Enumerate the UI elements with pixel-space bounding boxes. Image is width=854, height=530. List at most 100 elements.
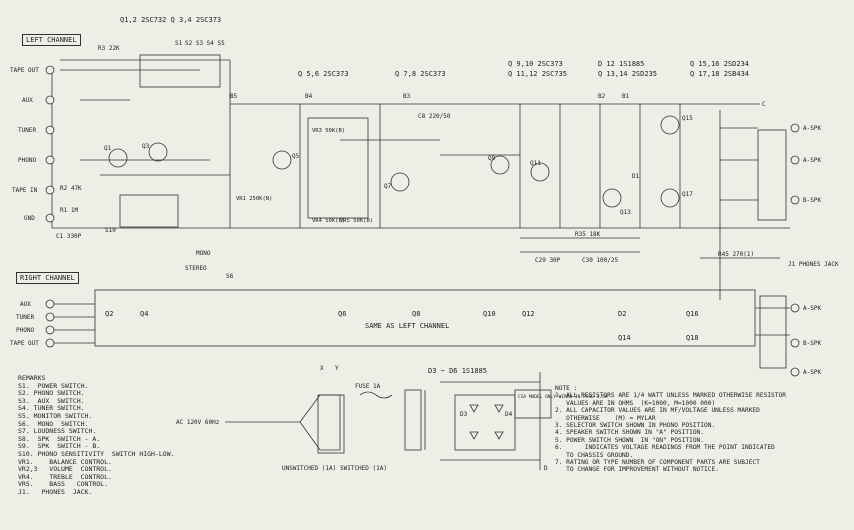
transistor-q1	[108, 148, 128, 168]
label-d3: D3	[460, 411, 468, 418]
label-c1: C1 330P	[56, 233, 82, 240]
block-q10: Q10	[483, 310, 496, 318]
label-c-terminal: C	[762, 101, 766, 108]
input-label-aux: AUX	[22, 97, 33, 104]
note-line: 3. SELECTOR SWITCH SHOWN IN PHONO POSITI…	[555, 422, 716, 430]
right-input-phono: PHONO	[16, 327, 34, 334]
input-label-tape-out: TAPE OUT	[10, 67, 39, 74]
transistor-q3	[148, 142, 168, 162]
right-input-aux: AUX	[20, 301, 31, 308]
transistor-q5	[272, 150, 292, 170]
left-channel-label: LEFT CHANNEL	[22, 34, 81, 46]
remark-line: S2. PHONO SWITCH.	[18, 389, 85, 398]
remark-line: S7. LOUDNESS SWITCH.	[18, 427, 97, 436]
title-q78: Q 7,8 2SC373	[395, 70, 446, 78]
transistor-q15	[660, 115, 680, 135]
label-x: X	[320, 365, 324, 372]
remark-line: VR1. BALANCE CONTROL.	[18, 457, 112, 466]
output-a-spk-1	[790, 123, 800, 133]
transistor-q7	[390, 172, 410, 192]
label-s10: S10	[105, 227, 116, 234]
jack-gnd-left	[45, 213, 55, 223]
input-label-gnd: GND	[24, 215, 35, 222]
label-y: Y	[335, 365, 339, 372]
right-channel-block	[94, 289, 756, 347]
transistor-q13	[602, 188, 622, 208]
jack-tape-in-left	[45, 185, 55, 195]
label-mono: MONO	[196, 250, 211, 257]
right-channel-label: RIGHT CHANNEL	[16, 272, 79, 284]
speaker-switch-right	[759, 295, 787, 369]
remark-line: S8. SPK SWITCH - A.	[18, 434, 101, 443]
label-ac-input: AC 120V 60Hz	[176, 419, 220, 426]
label-b3: B3	[403, 93, 411, 100]
output-b-spk-right	[790, 338, 800, 348]
right-input-tape-out: TAPE OUT	[10, 340, 39, 347]
label-b4: B4	[305, 93, 313, 100]
label-vr3: VR3 50K(B)	[312, 128, 345, 134]
title-q1314: Q 13,14 2SD235	[598, 70, 657, 78]
block-q16: Q16	[686, 310, 699, 318]
label-d-terminal: D	[544, 465, 548, 472]
block-q14: Q14	[618, 334, 631, 342]
label-d4: D4	[505, 411, 513, 418]
label-q13: Q13	[620, 209, 631, 216]
csa-fuse-box	[514, 389, 552, 419]
same-as-left-label: SAME AS LEFT CHANNEL	[365, 322, 449, 330]
input-label-tuner: TUNER	[18, 127, 36, 134]
note-line: 4. SPEAKER SWITCH SHOWN IN "A" POSITION.	[555, 429, 705, 437]
output-b-spk	[790, 195, 800, 205]
diode-d6	[494, 431, 504, 440]
phones-jack-label: J1 PHONES JACK	[788, 261, 839, 268]
input-label-tape-in: TAPE IN	[12, 187, 38, 194]
note-line: TO CHASSIS GROUND.	[555, 451, 634, 459]
output-label-a-spk-right-2: A-SPK	[803, 369, 821, 376]
label-r35: R35 18K	[575, 231, 601, 238]
transistor-q17	[660, 188, 680, 208]
diode-d5	[469, 431, 479, 440]
label-vr4: VR4 50K(B)	[312, 218, 345, 224]
remark-line: S9. SPK SWITCH - B.	[18, 442, 101, 451]
note-line: TO CHANGE FOR IMPROVEMENT WITHOUT NOTICE…	[555, 466, 719, 474]
input-label-phono: PHONO	[18, 157, 36, 164]
label-s1: S1	[175, 40, 183, 47]
label-s2-s5: S2 S3 S4 S5	[185, 40, 225, 47]
right-input-tuner: TUNER	[16, 314, 34, 321]
speaker-switch-left	[757, 129, 787, 221]
label-q11: Q11	[530, 160, 541, 167]
remark-line: S10. PHONO SENSITIVITY SWITCH HIGH-LOW.	[18, 449, 175, 458]
output-a-spk-2	[790, 155, 800, 165]
label-switched: SWITCHED (1A)	[340, 465, 387, 472]
selector-switch	[139, 54, 221, 88]
note-line: OTHERWISE (M) = MYLAR	[555, 414, 656, 422]
note-line: VALUES ARE IN OHMS (K=1000, M=1000 000)	[555, 399, 716, 407]
block-d2: D2	[618, 310, 626, 318]
block-q18: Q18	[686, 334, 699, 342]
title-q910: Q 9,10 2SC373	[508, 60, 563, 68]
remark-line: VR5. BASS CONTROL.	[18, 480, 109, 489]
label-r1: R1 1M	[60, 207, 78, 214]
jack-tuner-left	[45, 125, 55, 135]
jack-tape-out-right	[45, 338, 55, 348]
title-d12: D 12 1S1885	[598, 60, 644, 68]
remark-line: S3. AUX SWITCH.	[18, 396, 85, 405]
note-line: 7. RATING OR TYPE NUMBER OF COMPONENT PA…	[555, 459, 760, 467]
label-r45: R45 270(1)	[718, 251, 754, 258]
label-s6: S6	[226, 273, 234, 280]
label-q15: Q15	[682, 115, 693, 122]
output-label-a-spk-1: A-SPK	[803, 125, 821, 132]
phono-sensitivity-block	[119, 194, 179, 228]
title-q1516: Q 15,16 2SD234	[690, 60, 749, 68]
jack-phono-right	[45, 325, 55, 335]
remark-line: S6. MONO SWITCH.	[18, 419, 89, 428]
label-fuse: FUSE 1A	[355, 383, 381, 390]
jack-tape-out-left	[45, 65, 55, 75]
label-b5: B5	[230, 93, 238, 100]
output-label-a-spk-2: A-SPK	[803, 157, 821, 164]
label-b2: B2	[598, 93, 606, 100]
label-q5: Q5	[292, 153, 300, 160]
output-label-a-spk-right: A-SPK	[803, 305, 821, 312]
title-q56: Q 5,6 2SC373	[298, 70, 349, 78]
